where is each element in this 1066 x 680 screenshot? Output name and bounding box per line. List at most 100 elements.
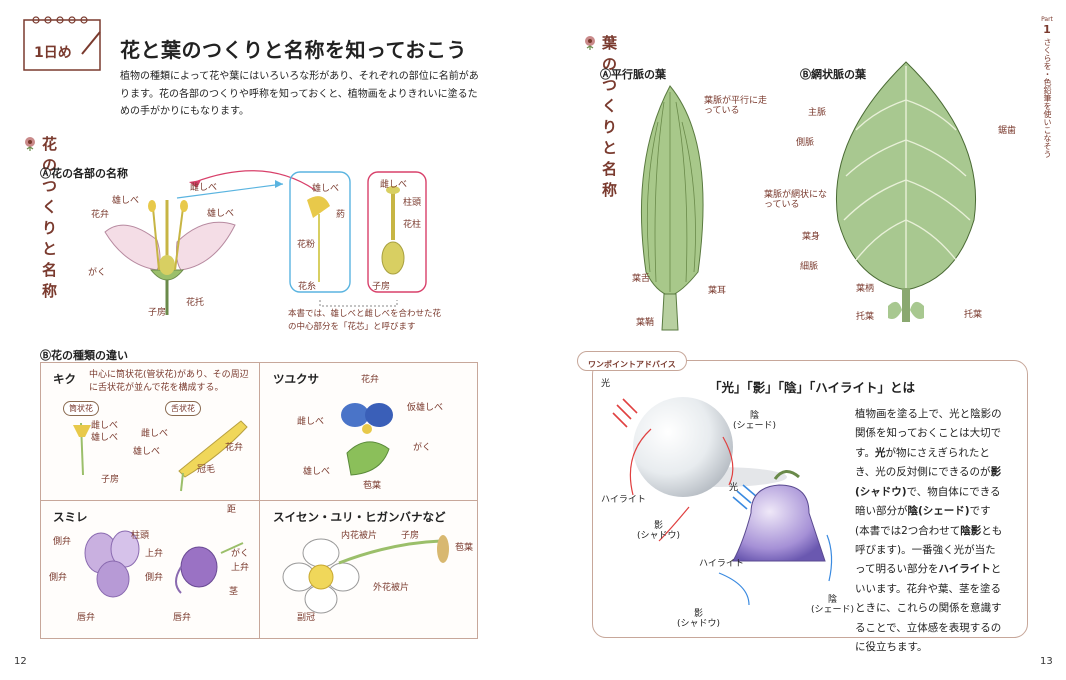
sphere-shade: 陰 (シェード): [733, 411, 777, 432]
tsuyu-label-1: 花弁: [361, 375, 380, 385]
suisen-label-5: 副冠: [297, 613, 316, 623]
tsuyu-label-4: 雄しべ: [303, 467, 331, 477]
leaf-a-note: 葉脈が平行に走っている: [704, 96, 768, 117]
tsuyu-label-3: 仮雄しべ: [407, 403, 444, 413]
advice-text-run: です(本書では2つ合わせて: [855, 505, 991, 537]
advice-text-run: 光: [874, 446, 886, 459]
flower-types-table: キク 中心に筒状花(管状花)があり、その周辺に舌状花が並んで花を構成する。 筒状…: [40, 362, 478, 639]
tsuyu-label-6: 苞葉: [363, 481, 382, 491]
leaf-b-youhei: 葉柄: [856, 284, 875, 294]
bell-shadow: 影 (シャドウ): [677, 609, 721, 630]
sumire-label-6: 距: [227, 505, 237, 515]
leaf-b-note: 葉脈が網状になっている: [764, 190, 828, 211]
sphere-shadow: 影 (シャドウ): [637, 521, 681, 542]
leaf-a-youji: 葉耳: [708, 286, 727, 296]
bell-highlight: ハイライト: [699, 559, 744, 569]
part-word: Part: [1041, 16, 1053, 23]
flower-anatomy-diagram: [104, 170, 427, 315]
cell-kiku-note: 中心に筒状花(管状花)があり、その周辺に舌状花が並んで花を構成する。: [89, 370, 249, 394]
kiku-label-1: 雌しべ: [91, 421, 119, 431]
kiku-label-3: 子房: [101, 475, 120, 485]
cell-suisen-title: スイセン・ユリ・ヒガンバナなど: [273, 510, 446, 524]
advice-text-run: 陰影: [960, 524, 982, 537]
leaf-b-takuyou-2: 托葉: [964, 310, 983, 320]
leaf-b-takuyou-1: 托葉: [856, 312, 875, 322]
sphere-light: 光: [601, 379, 611, 389]
advice-text-run: 陰(シェード): [907, 505, 970, 518]
label-kafun: 花粉: [297, 240, 316, 250]
advice-text-run: で、物自体にできる暗い部分が: [855, 485, 1001, 518]
kashin-note: 本書では、雄しべと雌しべを合わせた花の中心部分を「花芯」と呼びます: [288, 309, 442, 333]
kiku-label-2: 雄しべ: [91, 433, 119, 443]
sumire-label-10: 唇弁: [173, 613, 192, 623]
label-kashi: 花糸: [298, 282, 317, 292]
sumire-label-9: 側弁: [145, 573, 164, 583]
leaf-section-title: 葉のつくりと名称: [602, 34, 618, 199]
light-shadow-diagram: [612, 397, 833, 606]
label-kachuu: 花柱: [403, 220, 422, 230]
sumire-label-3: 上弁: [145, 549, 164, 559]
sumire-label-4: 側弁: [49, 573, 68, 583]
stamen-box: [289, 171, 351, 293]
label-kaben: 花弁: [91, 210, 110, 220]
part-number: 1: [1043, 23, 1051, 36]
advice-text-run: 影(シャドウ): [855, 466, 1002, 498]
advice-tab: ワンポイントアドバイス: [577, 351, 687, 371]
label-kataku: 花托: [186, 298, 205, 308]
label-oshibe-right: 雄しべ: [207, 209, 235, 219]
label-oshibe-left: 雄しべ: [112, 196, 140, 206]
kiku-illustration: [73, 420, 248, 492]
advice-text-run: 植物画を塗る上で、光と陰影の関係を知っておくことは大切です。: [855, 408, 1002, 459]
subsection-a: Ⓐ花の各部の名称: [40, 167, 128, 180]
arrow-blue: [176, 183, 284, 199]
cell-sumire-title: スミレ: [53, 510, 88, 524]
suisen-label-4: 外花被片: [373, 583, 410, 593]
label-red-shibo: 子房: [372, 282, 391, 292]
advice-text-run: とも呼びます)。一番強く光が当たって明るい部分を: [855, 524, 1003, 576]
cell-kiku-title: キク: [53, 372, 76, 386]
cell-tsuyukusa-title: ツユクサ: [273, 372, 319, 386]
label-red-meshibe: 雌しべ: [380, 180, 408, 190]
sumire-illustration: [84, 530, 244, 598]
kiku-label-5: 雄しべ: [133, 447, 161, 457]
kiku-label-7: 冠毛: [197, 465, 216, 475]
tsuyu-label-2: 雌しべ: [297, 417, 325, 427]
sphere-highlight: ハイライト: [601, 495, 646, 505]
tsuyu-label-5: がく: [413, 443, 432, 453]
notebook-icon: [23, 16, 101, 71]
flower-ornament-icon: [25, 137, 35, 151]
advice-paragraph: 植物画を塗る上で、光と陰影の関係を知っておくことは大切です。光が物にさえぎられた…: [855, 405, 1005, 657]
day-card: 1日め: [22, 14, 104, 72]
leaf-ornament-icon: [585, 36, 595, 50]
bell-shade: 陰 (シェード): [811, 595, 855, 616]
part-text: さくらを・色鉛筆を使いこなそう: [1043, 38, 1052, 158]
label-blue-oshibe: 雄しべ: [312, 184, 340, 194]
tsuyukusa-illustration: [341, 403, 393, 476]
page-number-left: 12: [14, 656, 27, 667]
sumire-label-5: 唇弁: [77, 613, 96, 623]
advice-text-run: ハイライト: [938, 563, 991, 576]
sumire-label-11: 茎: [229, 587, 239, 597]
advice-text-run: が物にさえぎられたとき、光の反対側にできるのが: [855, 446, 991, 479]
label-meshibe: 雌しべ: [190, 183, 218, 193]
parallel-leaf-illustration: [640, 85, 704, 331]
page-title: 花と葉のつくりと名称を知っておこう: [120, 38, 467, 62]
label-chutou: 柱頭: [403, 198, 422, 208]
leaf-b-kyoshi: 鋸歯: [998, 126, 1017, 136]
label-shibo: 子房: [148, 308, 167, 318]
advice-tab-label: ワンポイントアドバイス: [588, 360, 676, 369]
suisen-label-2: 子房: [401, 531, 420, 541]
badge-tubular: 筒状花: [63, 401, 99, 416]
label-gaku: がく: [88, 268, 107, 278]
page-number-right: 13: [1040, 656, 1053, 667]
kiku-label-4: 雌しべ: [141, 429, 169, 439]
advice-title: 「光」「影」「陰」「ハイライト」とは: [709, 380, 916, 395]
sumire-label-2: 柱頭: [131, 531, 150, 541]
part-label: Part 1 さくらを・色鉛筆を使いこなそう: [1040, 16, 1054, 158]
net-leaf-illustration: [835, 61, 977, 322]
day-badge: 1日め: [34, 45, 72, 61]
suisen-label-3: 苞葉: [455, 543, 474, 553]
pistil-box: [367, 171, 427, 293]
kiku-label-6: 花弁: [225, 443, 244, 453]
leaf-a-youzetsu: 葉舌: [632, 274, 651, 284]
